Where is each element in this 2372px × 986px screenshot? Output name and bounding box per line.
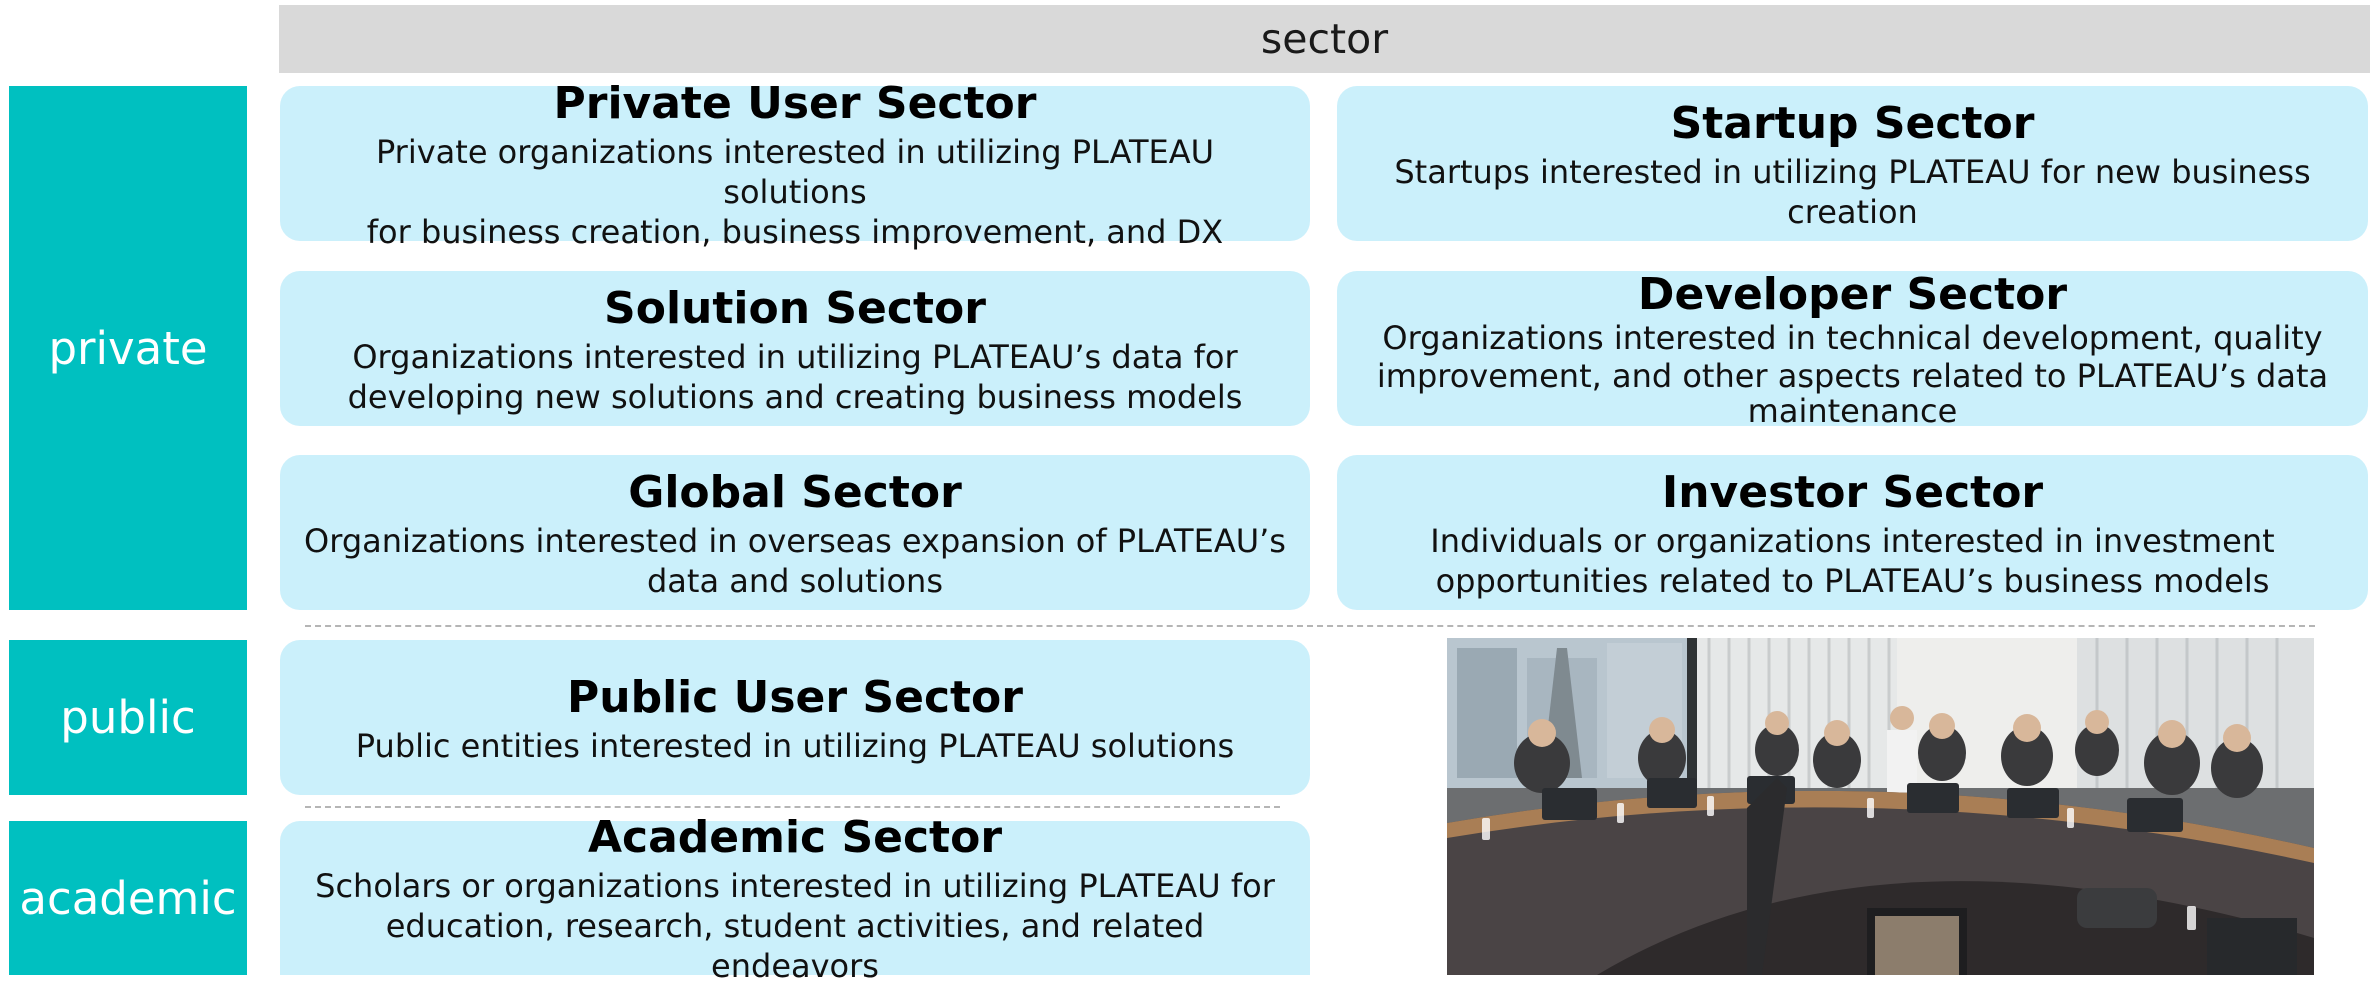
card-desc-line: Organizations interested in overseas exp…: [304, 521, 1286, 560]
category-public: public: [9, 640, 247, 795]
card-investor-sector: Investor Sector Individuals or organizat…: [1337, 455, 2368, 610]
card-desc-line: developing new solutions and creating bu…: [347, 377, 1243, 416]
category-public-label: public: [60, 691, 196, 744]
card-desc-line: Private organizations interested in util…: [375, 132, 1215, 211]
card-solution-sector: Solution Sector Organizations interested…: [280, 271, 1310, 426]
card-desc-line: improvement, and other aspects related t…: [1376, 357, 2329, 395]
card-title: Startup Sector: [1670, 97, 2035, 149]
card-global-sector: Global Sector Organizations interested i…: [280, 455, 1310, 610]
card-desc-line: Startups interested in utilizing PLATEAU…: [1394, 152, 2311, 191]
category-academic: academic: [9, 821, 247, 975]
card-title: Public User Sector: [567, 671, 1023, 723]
card-title: Investor Sector: [1661, 466, 2044, 518]
card-developer-sector: Developer Sector Organizations intereste…: [1337, 269, 2368, 430]
card-desc-line: for business creation, business improvem…: [366, 212, 1224, 251]
card-desc-line: creation: [1787, 192, 1918, 231]
sector-header-label: sector: [1260, 15, 1389, 63]
section-divider: [305, 806, 1280, 808]
card-desc-line: Scholars or organizations interested in …: [315, 867, 1275, 905]
card-title: Global Sector: [628, 466, 962, 518]
card-startup-sector: Startup Sector Startups interested in ut…: [1337, 86, 2368, 241]
card-desc-line: maintenance: [1747, 392, 1958, 430]
card-desc-line: Individuals or organizations interested …: [1430, 521, 2275, 560]
card-desc-line: education, research, student activities,…: [385, 907, 1205, 985]
category-private-label: private: [48, 321, 208, 375]
card-title: Private User Sector: [553, 77, 1037, 129]
sector-header: sector: [279, 5, 2370, 73]
meeting-photo: [1447, 638, 2314, 975]
card-desc-line: Public entities interested in utilizing …: [355, 726, 1235, 765]
section-divider: [305, 625, 2315, 627]
card-title: Academic Sector: [587, 812, 1003, 863]
card-desc-line: Organizations interested in utilizing PL…: [352, 337, 1238, 376]
card-desc-line: Organizations interested in technical de…: [1382, 319, 2323, 357]
card-academic-sector: Academic Sector Scholars or organization…: [280, 812, 1310, 985]
card-title: Developer Sector: [1637, 269, 2068, 320]
card-desc-line: data and solutions: [646, 561, 943, 600]
category-private: private: [9, 86, 247, 610]
card-public-user-sector: Public User Sector Public entities inter…: [280, 640, 1310, 795]
card-private-user-sector: Private User Sector Private organization…: [280, 78, 1310, 251]
card-title: Solution Sector: [604, 282, 986, 334]
category-academic-label: academic: [19, 871, 237, 925]
card-desc-line: opportunities related to PLATEAU’s busin…: [1435, 561, 2270, 600]
